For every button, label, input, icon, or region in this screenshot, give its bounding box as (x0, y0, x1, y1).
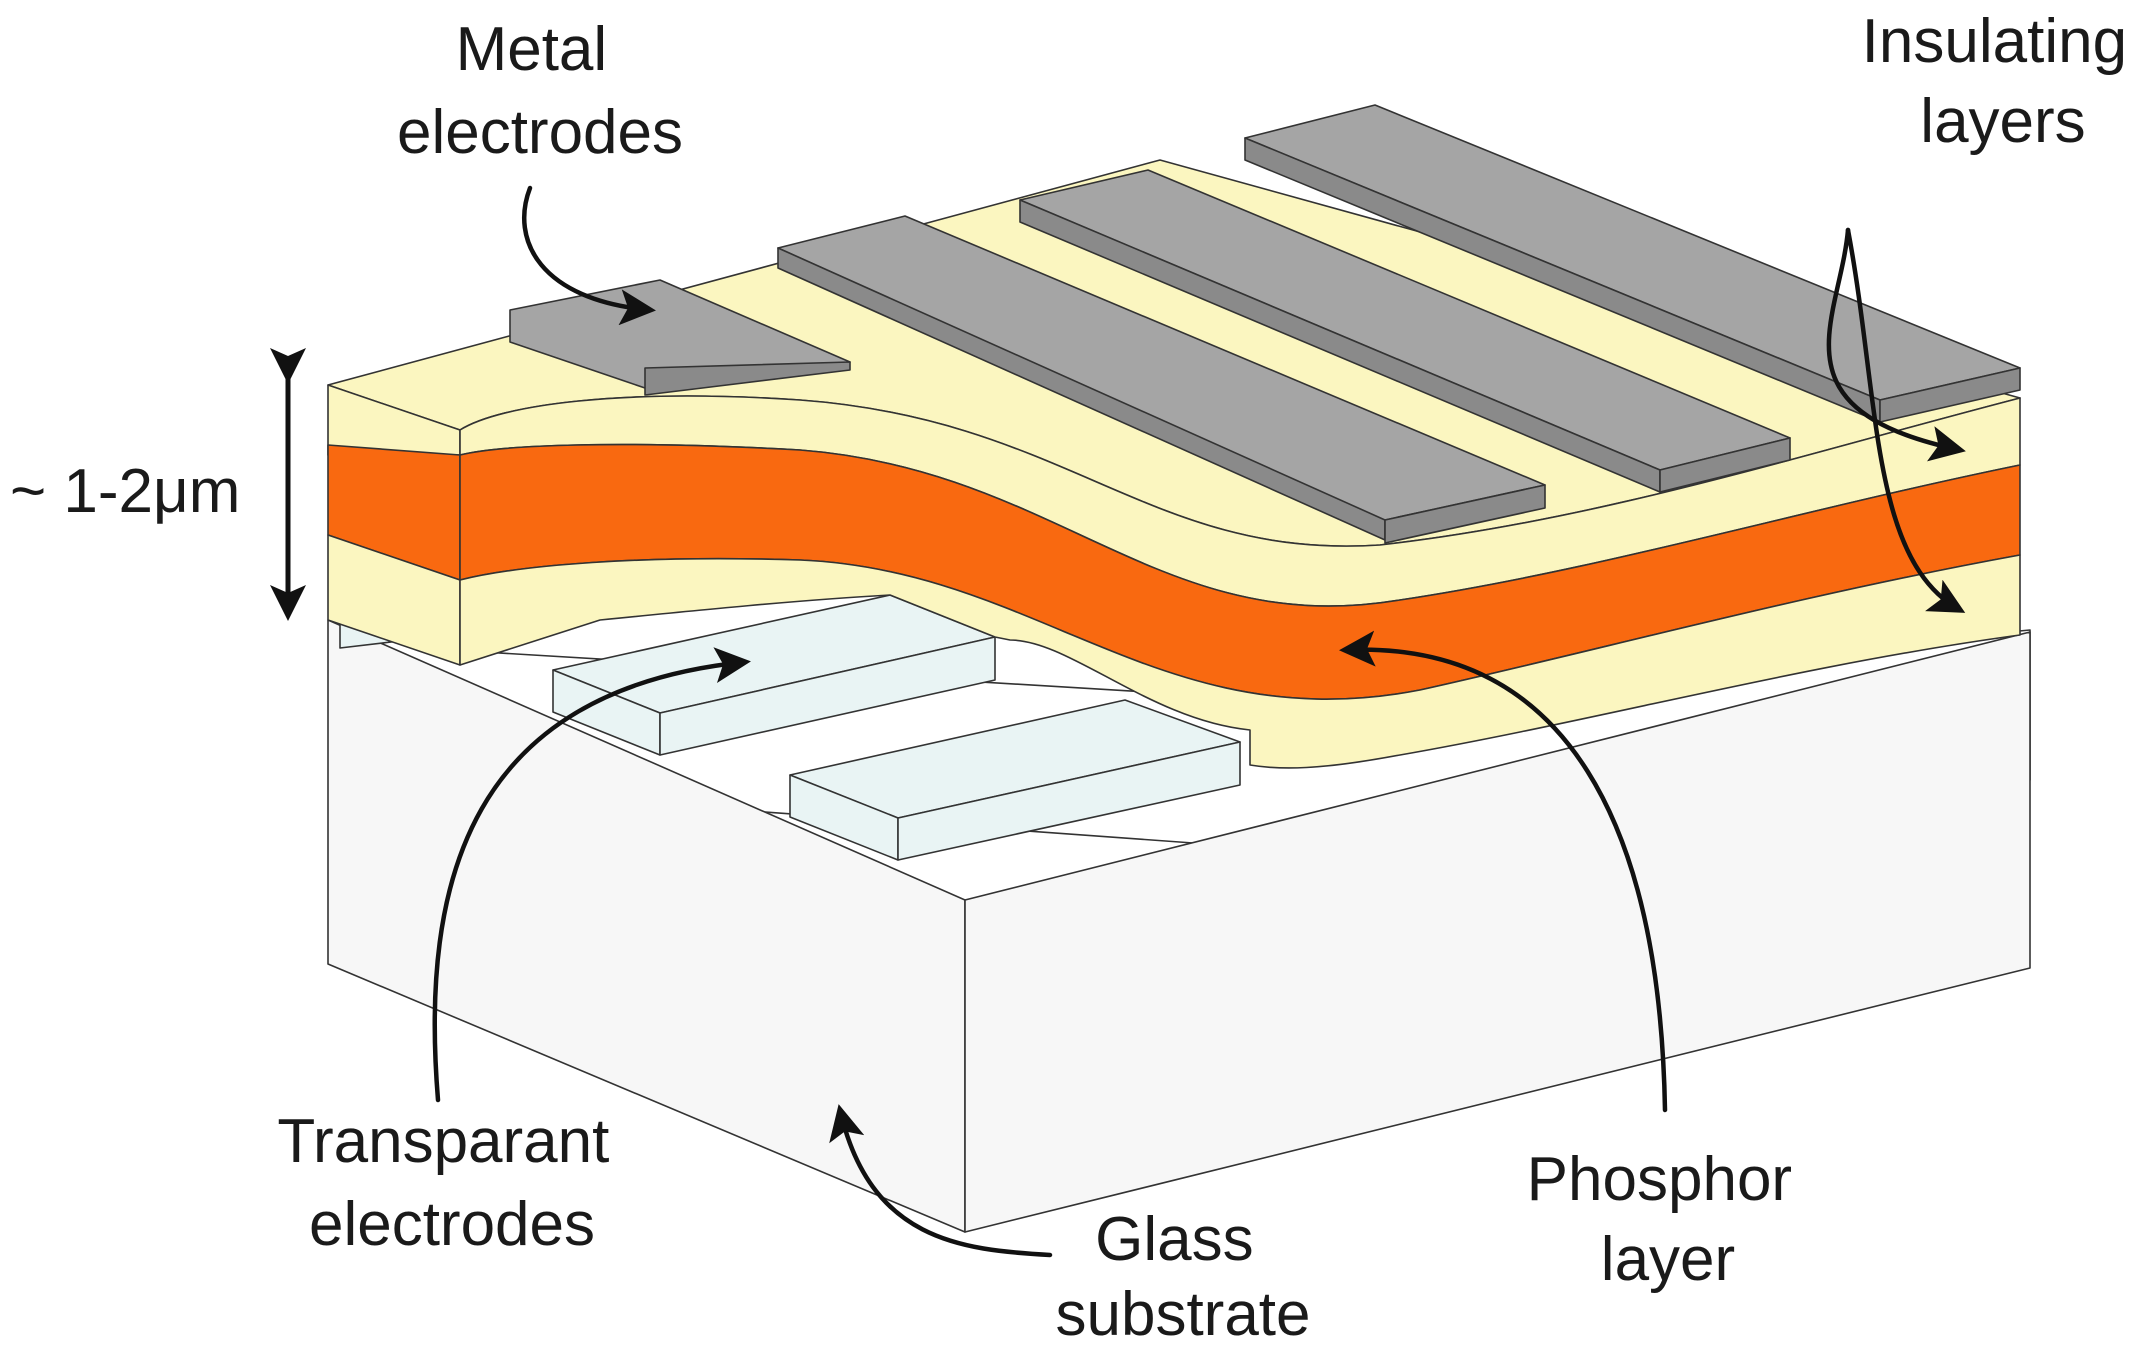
phosphor-layer-arrow (1339, 630, 1668, 1113)
insulator-lower-front (459, 554, 2021, 769)
metal-electrode (509, 279, 851, 396)
metal-electrode (1019, 169, 1791, 493)
transparent-electrode (789, 699, 1241, 861)
insulating-lower-arrow (1845, 227, 1966, 613)
transparent-electrodes-arrow (432, 647, 751, 1103)
insulating-layers-label: Insulating layers (1862, 7, 2145, 156)
phosphor-layer-label: Phosphor layer (1527, 1145, 1810, 1294)
transparent-electrode (552, 594, 996, 756)
transparent-electrodes-label: Transparant electrodes (277, 1107, 626, 1259)
metal-electrodes (509, 104, 2021, 544)
insulating-upper-arrow (1826, 227, 1966, 462)
metal-electrodes-label: Metal electrodes (397, 15, 683, 167)
glass-substrate-label: Glass substrate (1055, 1205, 1310, 1347)
transparent-electrodes (339, 574, 1241, 861)
callout-arrows (432, 185, 1966, 1258)
thickness-label: ~ 1-2μm (10, 457, 240, 526)
metal-electrodes-arrow (521, 185, 656, 326)
thickness-indicator: ~ 1-2μm (10, 348, 306, 621)
glass-substrate-arrow (829, 1104, 1053, 1258)
metal-electrode (777, 215, 1546, 544)
metal-electrode (1244, 104, 2021, 423)
labels: Metal electrodes Insulating layers Trans… (277, 7, 2145, 1347)
glass-front-face (964, 631, 2031, 1233)
